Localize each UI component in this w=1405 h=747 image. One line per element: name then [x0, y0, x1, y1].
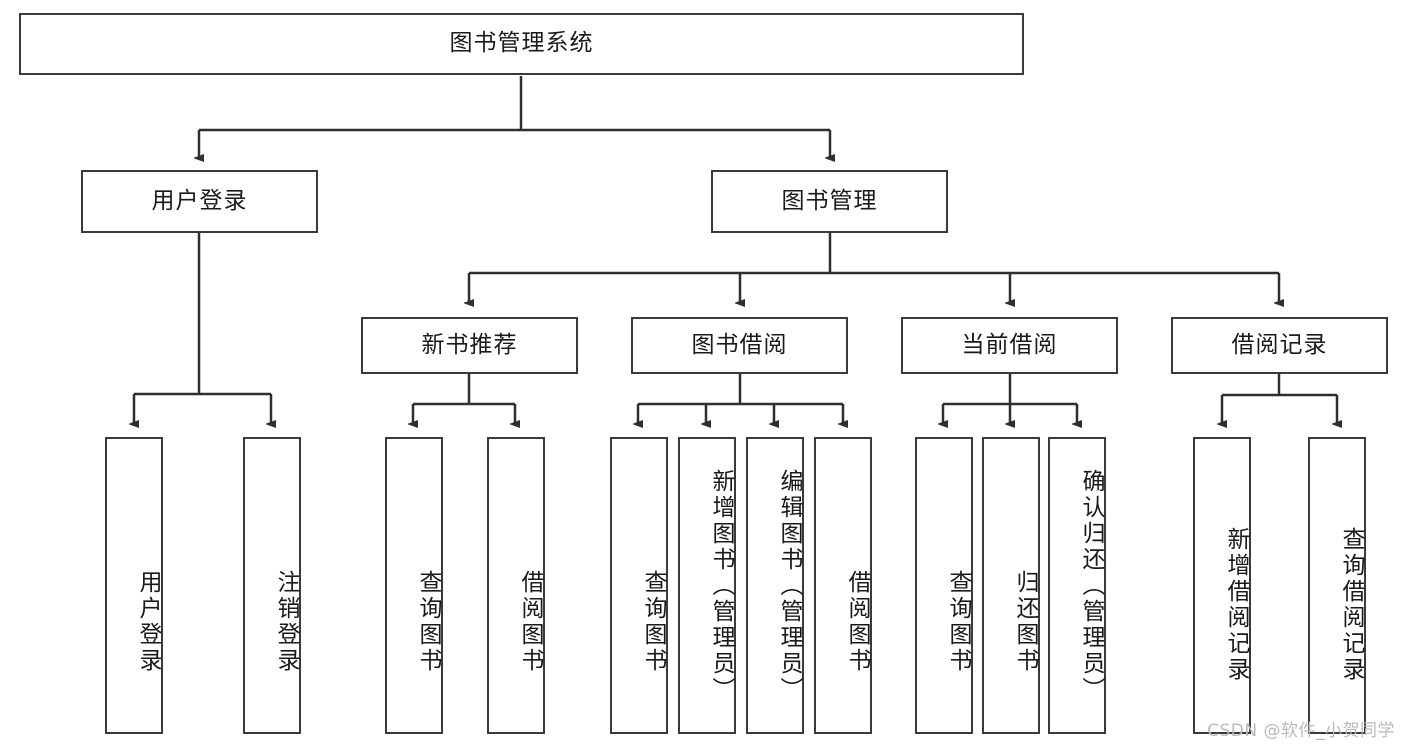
- leaf-add-record[interactable]: 新增借阅记录: [1193, 437, 1251, 734]
- leaf-user-logout-label: 注销登录: [273, 569, 299, 674]
- leaf-query-book-1-label: 查询图书: [415, 569, 441, 674]
- node-book-borrow[interactable]: 图书借阅: [631, 317, 848, 374]
- node-user-login-label: 用户登录: [151, 187, 248, 214]
- leaf-query-book-2-label: 查询图书: [640, 569, 666, 674]
- node-root[interactable]: 图书管理系统: [19, 13, 1024, 75]
- leaf-return-book-label: 归还图书: [1012, 569, 1038, 674]
- node-book-borrow-label: 图书借阅: [691, 331, 788, 358]
- node-book-management-label: 图书管理: [781, 187, 878, 214]
- node-user-login[interactable]: 用户登录: [81, 170, 318, 233]
- leaf-confirm-return-label: 确认归还（管理员）: [1078, 468, 1104, 703]
- leaf-query-record[interactable]: 查询借阅记录: [1308, 437, 1366, 734]
- leaf-borrow-book-1-label: 借阅图书: [517, 569, 543, 674]
- node-root-label: 图书管理系统: [449, 30, 594, 57]
- node-current-borrow-label: 当前借阅: [961, 331, 1058, 358]
- leaf-borrow-book-2-label: 借阅图书: [844, 569, 870, 674]
- node-borrow-record-label: 借阅记录: [1231, 331, 1328, 358]
- leaf-confirm-return[interactable]: 确认归还（管理员）: [1048, 437, 1106, 734]
- leaf-add-book-label: 新增图书（管理员）: [708, 468, 734, 703]
- leaf-borrow-book-1[interactable]: 借阅图书: [487, 437, 545, 734]
- leaf-return-book[interactable]: 归还图书: [982, 437, 1040, 734]
- leaf-query-book-3[interactable]: 查询图书: [915, 437, 973, 734]
- node-borrow-record[interactable]: 借阅记录: [1171, 317, 1388, 374]
- leaf-user-logout[interactable]: 注销登录: [243, 437, 301, 734]
- node-new-book-recommend[interactable]: 新书推荐: [361, 317, 578, 374]
- leaf-borrow-book-2[interactable]: 借阅图书: [814, 437, 872, 734]
- leaf-user-login[interactable]: 用户登录: [105, 437, 163, 734]
- node-book-management[interactable]: 图书管理: [711, 170, 948, 233]
- node-current-borrow[interactable]: 当前借阅: [901, 317, 1118, 374]
- leaf-user-login-label: 用户登录: [135, 569, 161, 674]
- leaf-query-record-label: 查询借阅记录: [1338, 527, 1364, 683]
- leaf-query-book-1[interactable]: 查询图书: [385, 437, 443, 734]
- leaf-add-book[interactable]: 新增图书（管理员）: [678, 437, 736, 734]
- leaf-add-record-label: 新增借阅记录: [1223, 527, 1249, 683]
- leaf-query-book-3-label: 查询图书: [945, 569, 971, 674]
- leaf-edit-book[interactable]: 编辑图书（管理员）: [746, 437, 804, 734]
- watermark-text: CSDN @软件_小贺同学: [1207, 721, 1395, 741]
- leaf-edit-book-label: 编辑图书（管理员）: [776, 468, 802, 703]
- node-new-book-recommend-label: 新书推荐: [421, 331, 518, 358]
- leaf-query-book-2[interactable]: 查询图书: [610, 437, 668, 734]
